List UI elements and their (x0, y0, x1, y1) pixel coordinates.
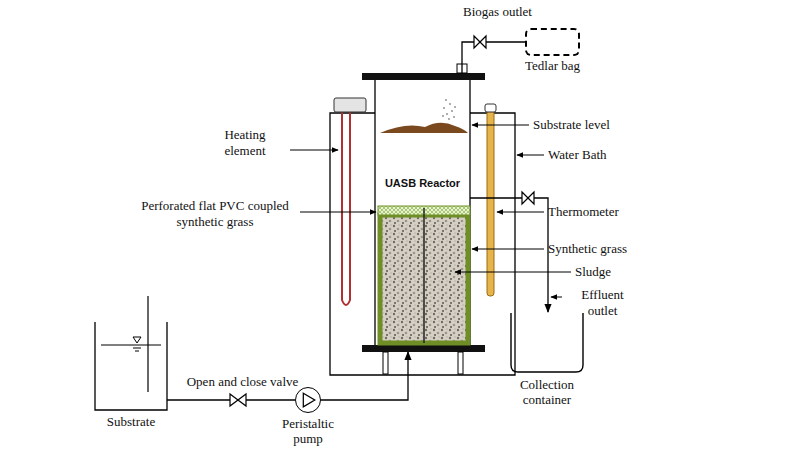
node-label: Collection container (497, 377, 597, 407)
drawing-part (135, 351, 139, 352)
drawing-part (522, 192, 534, 204)
drawing-part (455, 272, 571, 273)
part-label: Perforated flat PVC coupled synthetic gr… (135, 198, 295, 230)
drawing-part (485, 104, 496, 112)
drawing-part (342, 112, 350, 305)
heating-element (334, 98, 366, 305)
node-label: Tedlar bag (503, 58, 603, 73)
drawing-part (423, 208, 425, 343)
pump-symbol: Peristaltic pump (295, 387, 321, 413)
container-outline (510, 313, 584, 373)
drawing-part (380, 123, 468, 133)
drawing-part (453, 116, 455, 118)
node-label: Substrate (81, 414, 181, 429)
drawing-part (472, 125, 529, 126)
drawing-part (487, 110, 494, 296)
drawing-part (101, 345, 161, 346)
drawing-part (443, 107, 445, 109)
drawing-part (449, 103, 451, 105)
drawing-part (147, 296, 148, 392)
leader-lines (290, 125, 571, 297)
substrate-level (380, 99, 468, 133)
drawing-part (362, 345, 485, 352)
drawing-part (511, 313, 583, 372)
drawing-part (454, 106, 456, 108)
part-label: Substrate level (533, 117, 643, 133)
drawing-part (448, 118, 450, 120)
drawing-part (442, 115, 444, 117)
drawing-part (472, 249, 544, 250)
part-label: Open and close valve (180, 374, 305, 390)
pipe-connector (462, 42, 525, 73)
thermometer (485, 104, 496, 296)
drawing-part (334, 98, 366, 112)
beaker-outline (95, 322, 167, 410)
gas-bag: Tedlar bag (525, 28, 580, 56)
part-label: Biogas outlet (440, 4, 555, 20)
drawing-part (517, 155, 544, 156)
drawing-part (303, 393, 314, 407)
sludge-bed (378, 206, 470, 343)
part-label: Effluent outlet (565, 287, 640, 319)
drawing-part (445, 99, 447, 101)
drawing-part (383, 352, 388, 374)
drawing-part (551, 297, 562, 298)
drawing-part (474, 36, 486, 48)
drawing-part (458, 352, 463, 374)
drawing-part (133, 348, 141, 349)
substrate-tank: Substrate (95, 322, 167, 410)
part-label: Thermometer (548, 204, 658, 220)
node-label: Peristaltic pump (268, 416, 348, 446)
drawing-part (230, 394, 246, 406)
drawing-part (133, 337, 141, 343)
collection-container: Collection container (510, 313, 584, 373)
node-label: UASB Reactor (375, 176, 470, 191)
drawing-part (290, 150, 338, 151)
drawing-part (451, 110, 453, 112)
part-label: Water Bath (548, 147, 648, 163)
pipe-connector (470, 198, 548, 312)
part-label: Heating element (205, 127, 285, 159)
drawing-part (362, 73, 485, 80)
pipe-connector (321, 352, 408, 400)
drawing-part (497, 212, 544, 213)
drawing-part (95, 322, 167, 410)
valve-symbol (230, 36, 534, 406)
pump-triangle (296, 388, 320, 412)
reactor-column: UASB Reactor (375, 73, 470, 352)
part-label: Sludge (575, 264, 655, 280)
part-label: Synthetic grass (548, 241, 668, 257)
reactor-column (362, 64, 485, 374)
drawing-part (300, 212, 376, 213)
drawing-part (442, 99, 456, 120)
drawing-part (446, 113, 448, 115)
